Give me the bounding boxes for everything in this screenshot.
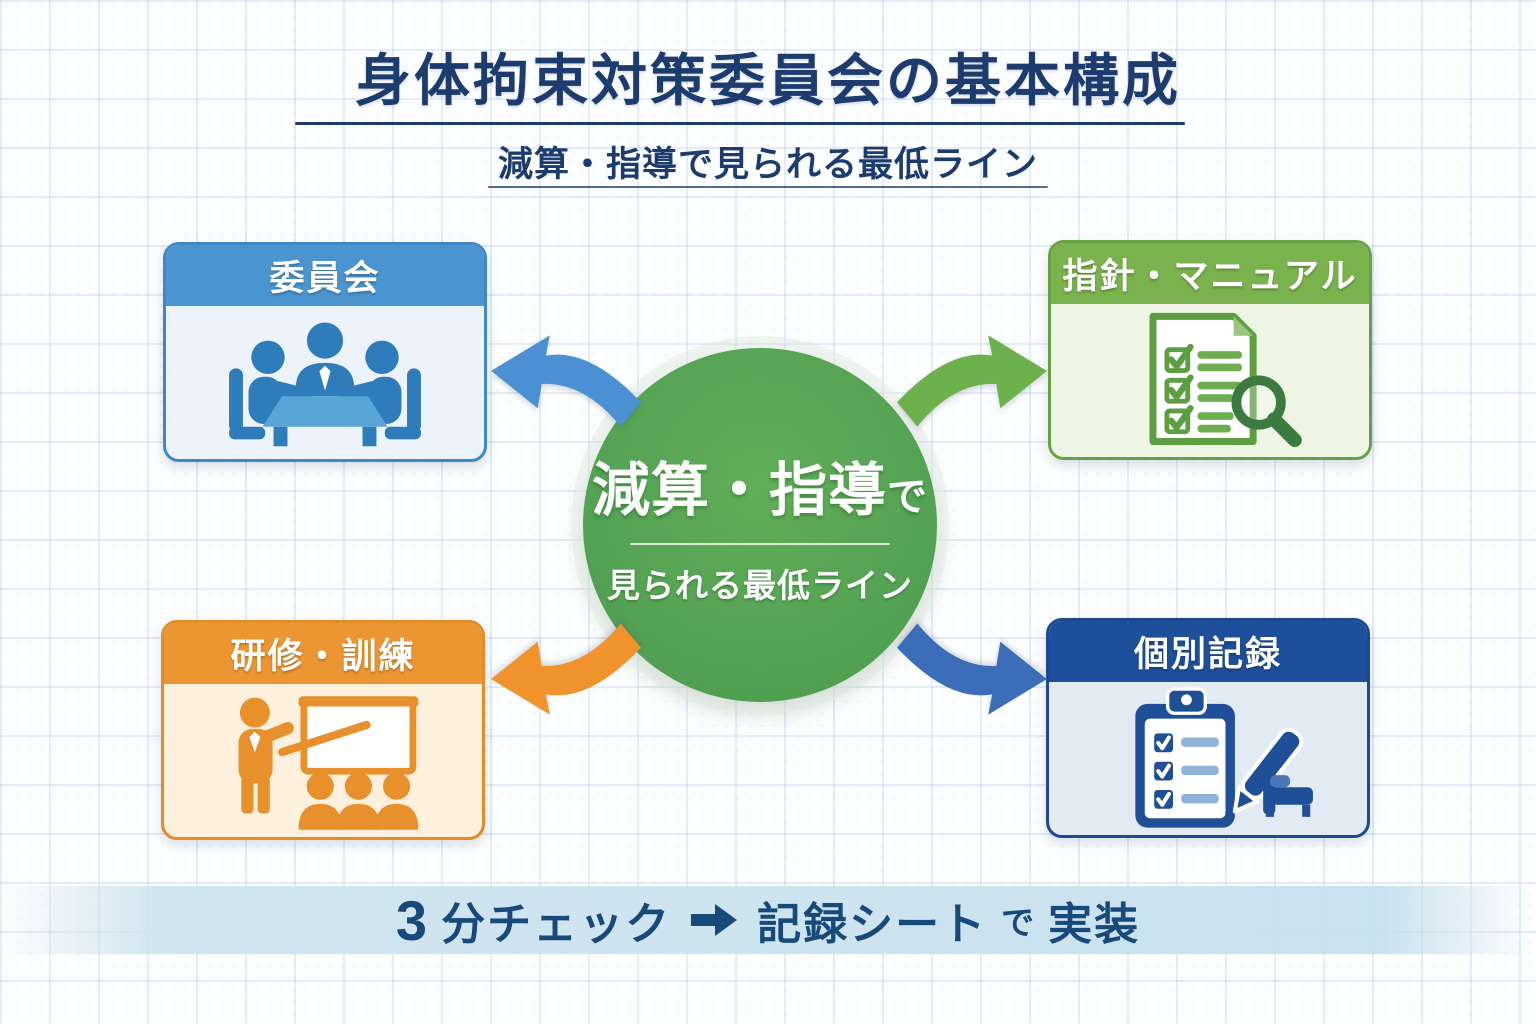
- card-manual-label: 指針・マニュアル: [1062, 257, 1358, 296]
- card-committee-header: 委員会: [166, 245, 484, 306]
- card-manual-header: 指針・マニュアル: [1051, 243, 1369, 304]
- circle-text-line2: 見られる最低ライン: [607, 567, 913, 604]
- title-underline: [295, 122, 1185, 125]
- checklist-magnifier-icon: [1149, 312, 1302, 447]
- card-committee: 委員会: [163, 242, 487, 462]
- curved-arrow-to-committee-icon: [483, 325, 645, 442]
- banner-right-small: で: [1001, 904, 1035, 941]
- card-records: 個別記録: [1046, 618, 1370, 838]
- banner-right-end: 実装: [1048, 900, 1141, 949]
- subtitle-underline: [488, 186, 1048, 188]
- curved-arrow-to-records-icon: [893, 608, 1055, 725]
- banner-number: 3: [395, 888, 428, 952]
- curved-arrow-to-manual-icon: [893, 325, 1055, 442]
- title-block: 身体拘束対策委員会の基本構成: [0, 36, 1536, 117]
- card-records-label: 個別記録: [1133, 635, 1282, 674]
- card-records-header: 個別記録: [1049, 621, 1367, 682]
- circle-divider: [630, 543, 890, 545]
- circle-text-line1: 減算・指導で: [592, 443, 928, 527]
- meeting-people-icon: [229, 322, 421, 446]
- card-training: 研修・訓練: [161, 620, 485, 840]
- page-title: 身体拘束対策委員会の基本構成: [355, 49, 1181, 112]
- right-arrow-icon: [691, 904, 738, 936]
- center-circle: 減算・指導で 見られる最低ライン: [583, 348, 937, 702]
- bottom-banner: 3 分チェック 記録シートで実装: [0, 886, 1536, 954]
- card-committee-label: 委員会: [269, 259, 381, 298]
- trainer-whiteboard-icon: [238, 695, 419, 830]
- curved-arrow-to-training-icon: [483, 608, 645, 725]
- banner-left-text: 分チェック: [441, 900, 672, 949]
- page-subtitle: 減算・指導で見られる最低ライン: [497, 145, 1038, 184]
- circle-line1-suffix: で: [887, 475, 928, 519]
- card-training-header: 研修・訓練: [164, 623, 482, 684]
- card-training-label: 研修・訓練: [230, 637, 416, 676]
- card-manual: 指針・マニュアル: [1048, 240, 1372, 460]
- banner-right-main: 記録シート: [757, 900, 988, 949]
- clipboard-pen-bed-icon: [1135, 686, 1313, 828]
- circle-line1-main: 減算・指導: [591, 458, 887, 523]
